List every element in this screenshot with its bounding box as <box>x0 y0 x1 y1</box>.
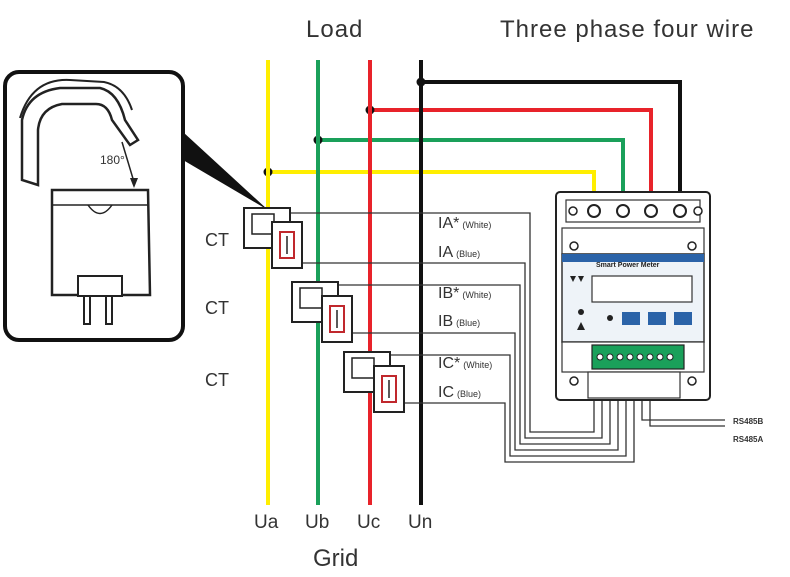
junction-dots <box>263 77 426 177</box>
ct-signal-wires <box>290 212 725 463</box>
ia-neg-label: IA(Blue) <box>438 244 481 261</box>
ic-pos-label: IC*(White) <box>438 355 493 372</box>
clamp-jaw <box>20 86 140 187</box>
ia-pos-label: IA*(White) <box>438 215 492 232</box>
clamp-body <box>50 188 152 297</box>
phase-lines <box>266 60 423 505</box>
line-label-ua: Ua <box>254 512 279 533</box>
load-label: Load <box>306 16 364 43</box>
terminal-2 <box>616 204 630 218</box>
line-label-uc: Uc <box>357 512 381 533</box>
ib-neg-label: IB(Blue) <box>438 313 481 330</box>
ct-label-a: CT <box>205 230 229 250</box>
system-label: Three phase four wire <box>500 16 755 43</box>
ct-clamp-inset <box>3 70 268 342</box>
plug-pin-right <box>105 295 113 325</box>
power-meter <box>555 191 711 401</box>
grid-label: Grid <box>313 545 359 572</box>
ct-label-c: CT <box>205 370 229 390</box>
terminal-1 <box>587 204 601 218</box>
rs485a-label: RS485A <box>733 435 764 444</box>
plug-pin-left <box>83 295 91 325</box>
ic-neg-label: IC(Blue) <box>438 384 482 401</box>
line-label-ub: Ub <box>305 512 330 533</box>
rs485b-label: RS485B <box>733 417 764 426</box>
ib-pos-label: IB*(White) <box>438 285 492 302</box>
meter-button-2 <box>648 312 666 325</box>
clamp-angle-label: 180° <box>100 153 125 167</box>
lines-outer <box>268 80 682 200</box>
ct-a <box>243 207 303 269</box>
meter-title: Smart Power Meter <box>596 262 660 269</box>
terminal-4 <box>673 204 687 218</box>
ct-b <box>291 281 353 343</box>
meter-display <box>591 275 693 303</box>
terminal-3 <box>644 204 658 218</box>
angle-arrow <box>121 141 135 183</box>
meter-button-3 <box>674 312 692 325</box>
ct-c <box>343 351 405 413</box>
line-label-un: Un <box>408 512 433 533</box>
meter-button-1 <box>622 312 640 325</box>
ct-label-b: CT <box>205 298 229 318</box>
callout-pointer <box>183 132 268 210</box>
clamp-jaw-top <box>19 78 133 119</box>
